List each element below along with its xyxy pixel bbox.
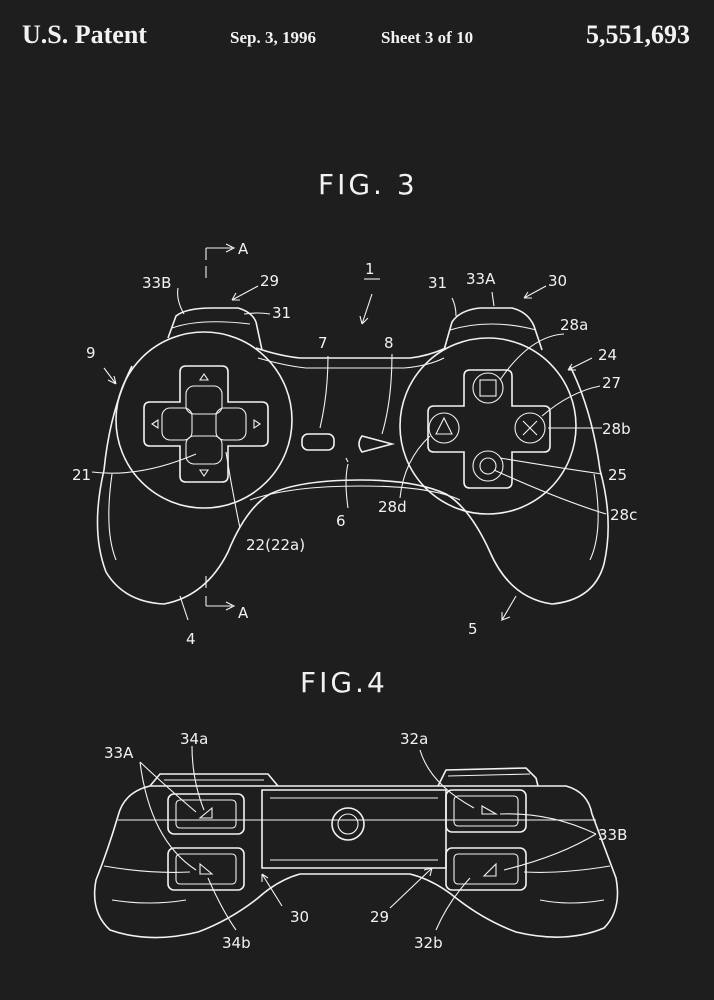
fig3-reference-labels: 1 33B 29 31 A 9 7 8 21 6 22(22a) A 4 31 …	[72, 240, 637, 648]
ref-28d: 28d	[378, 498, 407, 516]
ref-25: 25	[608, 466, 627, 484]
ref-A-bottom: A	[238, 604, 249, 622]
fig4-controller-drawing	[93, 745, 619, 939]
ref-7: 7	[318, 334, 328, 352]
ref-30: 30	[548, 272, 567, 290]
ref-28a: 28a	[560, 316, 588, 334]
sheet-number: Sheet 3 of 10	[381, 28, 474, 47]
ref-22: 22(22a)	[246, 536, 305, 554]
patent-date: Sep. 3, 1996	[230, 28, 316, 47]
ref-27: 27	[602, 374, 621, 392]
ref-8: 8	[384, 334, 394, 352]
ref-21: 21	[72, 466, 91, 484]
patent-number: 5,551,693	[586, 20, 690, 49]
ref4-32b: 32b	[414, 934, 443, 952]
ref4-33A: 33A	[104, 744, 134, 762]
fig4-reference-labels: 33A 34a 32a 33B 30 29 34b 32b	[104, 730, 627, 952]
ref4-30: 30	[290, 908, 309, 926]
patent-label: U.S. Patent	[22, 20, 147, 49]
ref-28c: 28c	[610, 506, 637, 524]
ref-31-left: 31	[272, 304, 291, 322]
ref-29: 29	[260, 272, 279, 290]
ref-6: 6	[336, 512, 346, 530]
ref-1: 1	[365, 260, 375, 278]
fig4-title: FIG.4	[300, 666, 388, 699]
ref4-29: 29	[370, 908, 389, 926]
ref-28b: 28b	[602, 420, 631, 438]
ref-31-right: 31	[428, 274, 447, 292]
ref4-34a: 34a	[180, 730, 208, 748]
ref4-32a: 32a	[400, 730, 428, 748]
ref-A-top: A	[238, 240, 249, 258]
ref4-34b: 34b	[222, 934, 251, 952]
ref-4: 4	[186, 630, 196, 648]
fig3-title: FIG. 3	[318, 168, 418, 201]
fig3-controller-drawing	[91, 243, 609, 622]
ref4-33B: 33B	[598, 826, 627, 844]
ref-9: 9	[86, 344, 96, 362]
ref-33A: 33A	[466, 270, 496, 288]
ref-24: 24	[598, 346, 617, 364]
ref-33B: 33B	[142, 274, 171, 292]
ref-5: 5	[468, 620, 478, 638]
